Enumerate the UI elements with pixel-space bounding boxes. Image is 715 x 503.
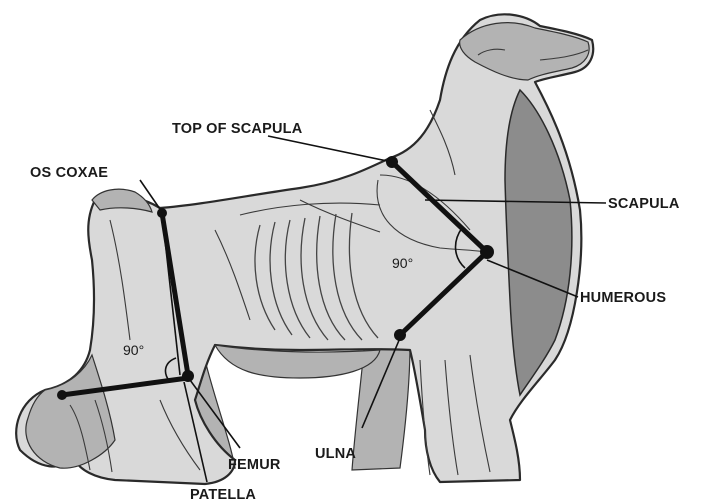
joint-hock: [57, 390, 67, 400]
leader-top-of-scapula: [268, 136, 392, 162]
label-os-coxae: OS COXAE: [30, 165, 108, 181]
label-angle-rear: 90°: [123, 342, 144, 358]
label-humerous: HUMEROUS: [580, 290, 666, 306]
label-patella: PATELLA: [190, 487, 256, 503]
dog-silhouette: [16, 14, 593, 484]
label-ulna: ULNA: [315, 446, 356, 462]
joint-shoulder: [480, 245, 494, 259]
label-femur: FEMUR: [228, 457, 281, 473]
label-top-of-scapula: TOP OF SCAPULA: [172, 121, 303, 137]
label-angle-front: 90°: [392, 255, 413, 271]
joint-hip: [182, 370, 194, 382]
label-scapula: SCAPULA: [608, 196, 680, 212]
joint-os-coxae: [157, 208, 167, 218]
